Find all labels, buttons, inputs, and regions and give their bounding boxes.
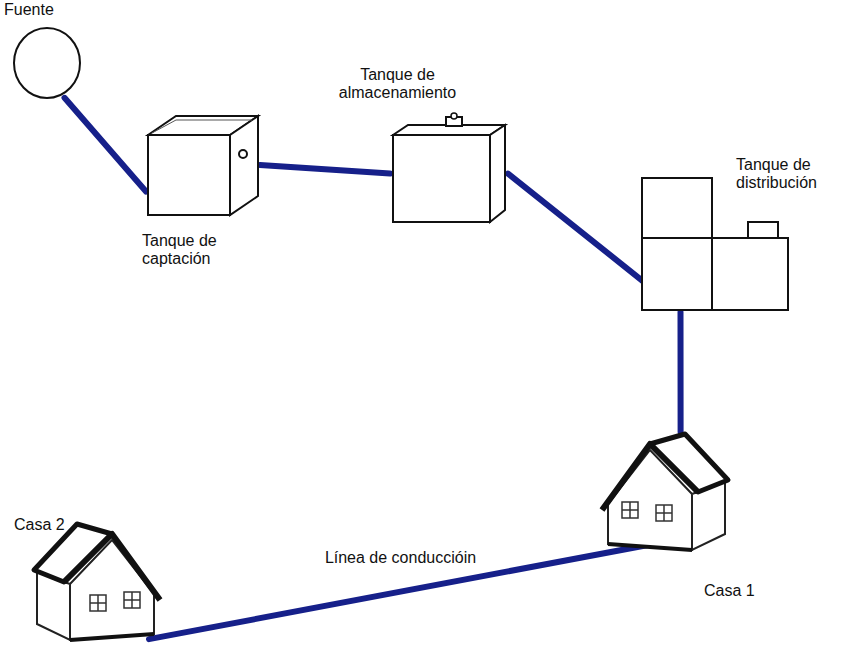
node-label: Tanque de captación (142, 232, 234, 269)
node-label: Tanque de distribución (736, 156, 846, 193)
water-source: Fuente (12, 27, 82, 100)
house: Casa 1 (600, 432, 730, 554)
water-pipe (678, 312, 684, 432)
distribution-tank: Tanque de distribución (640, 176, 790, 312)
node-label: Fuente (4, 1, 84, 19)
water-pipe (149, 544, 652, 639)
house-shape (32, 522, 162, 644)
water-source-shape (12, 27, 82, 100)
water-pipe (508, 174, 648, 285)
storage-tank-shape (390, 112, 508, 224)
distribution-tank-shape (640, 176, 790, 312)
node-label: Casa 2 (14, 516, 84, 534)
intake-tank-shape (146, 112, 260, 218)
house: Casa 2 (32, 522, 162, 644)
node-label: Casa 1 (704, 582, 774, 600)
water-pipe (65, 98, 147, 192)
node-label: Tanque de almacenamiento (330, 66, 465, 103)
intake-tank: Tanque de captación (146, 112, 260, 218)
house-shape (600, 432, 730, 554)
water-pipe (260, 165, 390, 174)
pipe-label: Línea de conduccióin (322, 549, 479, 567)
storage-tank: Tanque de almacenamiento (390, 112, 508, 224)
